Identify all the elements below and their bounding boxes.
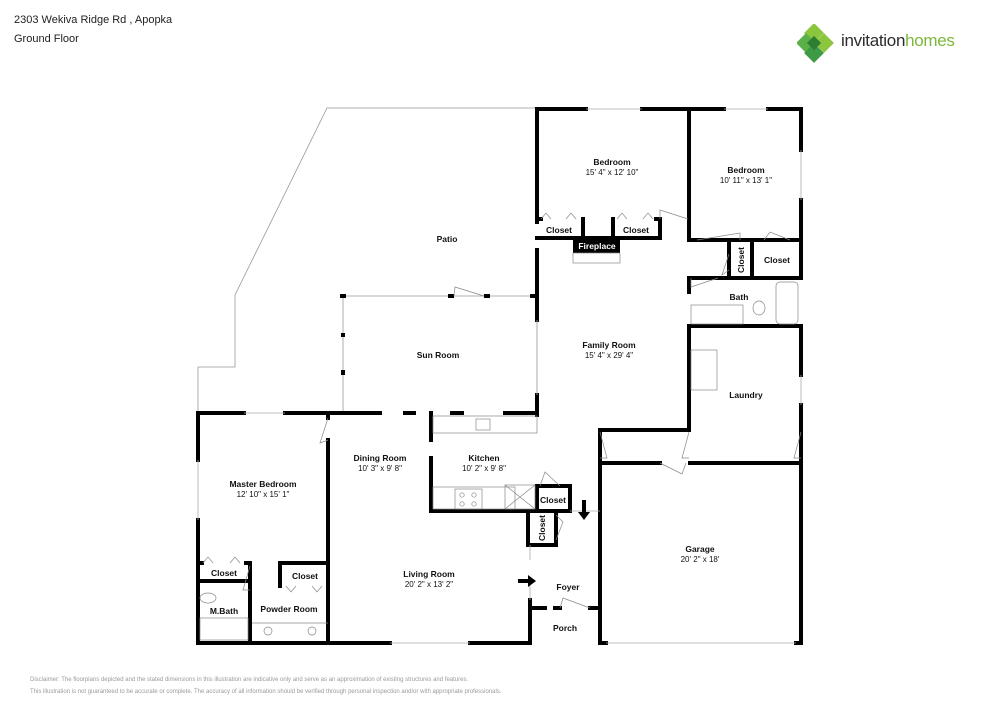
bathtub-icon <box>775 281 799 325</box>
label-closet-bedroom1-a: Closet <box>546 225 572 235</box>
sun-room-posts <box>340 294 537 375</box>
label-living-room: Living Room <box>403 569 455 579</box>
label-closet-powder: Closet <box>292 571 318 581</box>
label-foyer: Foyer <box>556 582 580 592</box>
label-sun-room: Sun Room <box>417 350 460 360</box>
label-fireplace: Fireplace <box>578 241 616 251</box>
label-dining-room: Dining Room <box>354 453 407 463</box>
label-bath: Bath <box>730 292 749 302</box>
label-porch: Porch <box>553 623 577 633</box>
patio-outline <box>197 107 537 415</box>
label-family-room: Family Room <box>582 340 636 350</box>
label-closet-hall: Closet <box>736 247 746 273</box>
fridge-icon <box>504 484 536 510</box>
kitchen-sink-icon <box>475 418 491 431</box>
logo-text-homes: homes <box>905 31 955 50</box>
property-address: 2303 Wekiva Ridge Rd , Apopka <box>14 14 173 26</box>
label-garage: Garage <box>685 544 715 554</box>
dim-garage: 20' 2" x 18' <box>681 555 720 564</box>
label-powder-room: Powder Room <box>260 604 318 614</box>
label-bedroom-1: Bedroom <box>593 157 631 167</box>
exterior-walls <box>196 107 803 645</box>
toilet-icon <box>752 300 766 316</box>
label-kitchen: Kitchen <box>468 453 499 463</box>
dim-master-bedroom: 12' 10" x 15' 1" <box>237 490 290 499</box>
dim-bedroom-2: 10' 11" x 13' 1" <box>720 176 772 185</box>
windows <box>197 108 802 644</box>
laundry-appliance <box>690 349 718 391</box>
door-swings <box>202 209 802 609</box>
dim-dining-room: 10' 3" x 9' 8" <box>358 464 402 473</box>
fireplace <box>573 238 620 253</box>
sink-icon <box>307 626 317 636</box>
arrow-down-icon <box>578 500 590 520</box>
logo-text-invitation: invitation <box>841 31 906 50</box>
dim-family-room: 15' 4" x 29' 4" <box>585 351 633 360</box>
dim-living-room: 20' 2" x 13' 2" <box>405 580 453 589</box>
label-closet-bedroom1-b: Closet <box>623 225 649 235</box>
label-master-bath: M.Bath <box>210 606 238 616</box>
floor-label: Ground Floor <box>14 33 79 45</box>
label-bedroom-2: Bedroom <box>727 165 765 175</box>
label-closet-foyer: Closet <box>537 515 547 541</box>
logo-wordmark: invitationhomes <box>841 31 955 51</box>
bath-vanity <box>690 304 744 325</box>
arrow-right-icon <box>518 575 536 587</box>
hearth <box>572 252 621 264</box>
stove-icon <box>454 488 483 510</box>
disclaimer-line-1: Disclaimer: The floorplans depicted and … <box>30 677 469 683</box>
sun-room-door-swing <box>453 286 485 297</box>
dim-kitchen: 10' 2" x 9' 8" <box>462 464 506 473</box>
shower-icon <box>199 617 249 641</box>
entry-arrows <box>518 500 590 587</box>
fixtures <box>199 281 799 641</box>
clover-diamond-logo-icon <box>796 23 834 63</box>
invitation-homes-logo: invitationhomes <box>796 23 997 64</box>
dim-bedroom-1: 15' 4" x 12' 10" <box>586 168 639 177</box>
label-closet-kitchen: Closet <box>540 495 566 505</box>
kitchen-counter-bottom <box>432 486 516 510</box>
label-laundry: Laundry <box>729 390 763 400</box>
label-closet-master: Closet <box>211 568 237 578</box>
disclaimer-line-2: This illustration is not guaranteed to b… <box>30 689 502 695</box>
kitchen-counter-top <box>432 415 538 434</box>
sink-icon <box>263 626 273 636</box>
label-master-bedroom: Master Bedroom <box>229 479 297 489</box>
label-closet-bedroom2: Closet <box>764 255 790 265</box>
label-patio: Patio <box>437 234 458 244</box>
mbath-toilet-icon <box>199 592 217 604</box>
